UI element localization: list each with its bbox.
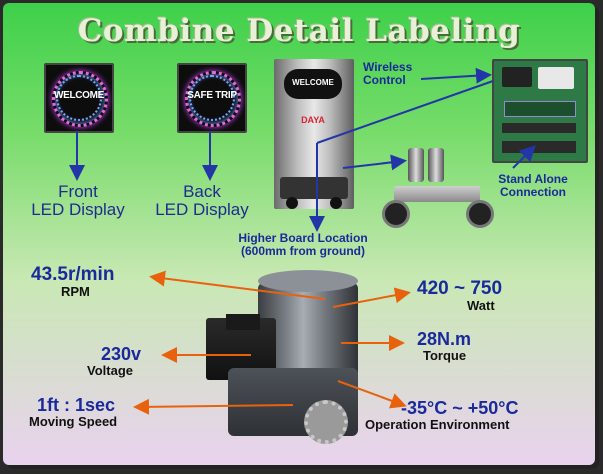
temp-label: Operation Environment xyxy=(365,416,510,432)
spec-speed: 1ft : 1sec Moving Speed xyxy=(29,396,179,429)
back-display-label: Back LED Display xyxy=(143,183,261,219)
led-ring-inner xyxy=(56,75,102,121)
rpm-label: RPM xyxy=(61,283,90,299)
watt-label: Watt xyxy=(467,297,495,313)
voltage-value: 230v xyxy=(101,344,142,364)
rpm-arrow xyxy=(149,270,326,300)
board-module xyxy=(538,67,574,89)
board-relay xyxy=(502,67,532,87)
speed-label: Moving Speed xyxy=(29,413,118,429)
booth-sign-text: WELCOME xyxy=(292,78,334,87)
torque-label: Torque xyxy=(423,347,467,363)
led-ring-inner xyxy=(189,75,235,121)
booth-machine-arrow xyxy=(342,154,407,171)
watt-arrow xyxy=(332,287,411,308)
machine-wheel xyxy=(466,200,494,228)
booth-wheel xyxy=(286,197,298,209)
spec-voltage: 230v Voltage xyxy=(87,345,197,378)
spec-rpm: 43.5r/min RPM xyxy=(31,265,169,299)
standalone-label: Stand Alone Connection xyxy=(477,173,589,198)
motor-cap xyxy=(258,270,358,292)
arrow-layer xyxy=(69,67,536,415)
machine-wheel xyxy=(382,200,410,228)
front-display-label: Front LED Display xyxy=(19,183,137,219)
voltage-label: Voltage xyxy=(87,362,133,378)
front-led-sign-text: WELCOME xyxy=(53,90,105,101)
board-location-label: Higher Board Location (600mm from ground… xyxy=(208,232,398,257)
booth-led-window: WELCOME xyxy=(284,69,342,99)
booth-base xyxy=(280,177,348,199)
board-chip-row xyxy=(504,101,576,117)
led-ring xyxy=(185,71,241,127)
back-led-panel: SAFE TRIP xyxy=(177,63,247,133)
watt-value: 420 ~ 750 xyxy=(417,278,503,299)
led-ring xyxy=(52,71,108,127)
wireless-line2: Control xyxy=(363,72,406,87)
back-label-line2: LED Display xyxy=(155,199,249,219)
wireless-label: Wireless Control xyxy=(363,61,443,86)
machine-motor-1 xyxy=(408,148,424,182)
page-title: Combine Detail Labeling xyxy=(77,13,521,49)
infographic-frame: Combine Detail Labeling WELCOME SAFE TRI… xyxy=(3,3,595,465)
wireless-arrow xyxy=(420,67,492,84)
control-box-lid xyxy=(226,314,260,330)
control-board-photo xyxy=(492,59,588,163)
standalone-line2: Connection xyxy=(500,184,566,199)
booth-wheel xyxy=(330,197,342,209)
back-label-line1: Back xyxy=(183,182,221,201)
board-line1: Higher Board Location xyxy=(238,231,368,245)
wireless-line1: Wireless xyxy=(363,60,413,74)
machine-motor-2 xyxy=(428,148,444,182)
barrier-machine-photo xyxy=(378,148,496,228)
drive-gear xyxy=(304,400,348,444)
front-label-line1: Front xyxy=(58,182,98,201)
front-led-panel: WELCOME xyxy=(44,63,114,133)
machine-chassis xyxy=(394,186,480,202)
booth-board-line xyxy=(316,80,494,144)
spec-watt: 420 ~ 750 Watt xyxy=(417,279,541,313)
standalone-arrow xyxy=(512,145,536,169)
spec-torque: 28N.m Torque xyxy=(407,330,517,363)
speed-value: 1ft : 1sec xyxy=(37,395,116,415)
temp-value: -35°C ~ +50°C xyxy=(401,398,519,418)
back-led-sign-text: SAFE TRIP xyxy=(187,90,237,101)
board-line2: (600mm from ground) xyxy=(240,243,365,258)
front-label-line2: LED Display xyxy=(31,199,125,219)
temperature-arrow xyxy=(337,380,407,409)
torque-value: 28N.m xyxy=(417,329,472,349)
speed-arrow xyxy=(133,398,294,415)
board-connector xyxy=(502,123,576,133)
standalone-line1: Stand Alone xyxy=(498,172,568,186)
booth-brand-text: DAYA xyxy=(301,115,325,125)
spec-temperature: -35°C ~ +50°C Operation Environment xyxy=(359,399,587,432)
rpm-value: 43.5r/min xyxy=(31,264,115,285)
